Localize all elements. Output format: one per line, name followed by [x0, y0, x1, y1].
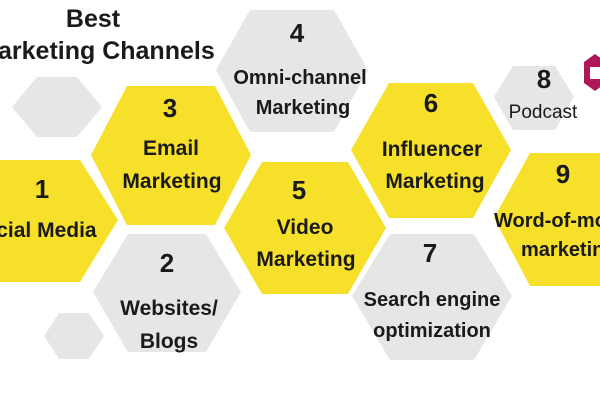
- channel-2-label-line2: Blogs: [140, 330, 198, 353]
- hex-channel-8: [494, 66, 574, 130]
- hex-channel-2: [93, 234, 241, 352]
- channel-7-label-line1: Search engine: [364, 289, 501, 311]
- brand-logo-mark: [590, 67, 600, 79]
- hex-channel-3: [91, 86, 251, 225]
- channel-6-number: 6: [424, 88, 438, 118]
- channel-4-label-line1: Omni-channel: [233, 67, 366, 89]
- channel-6-label-line2: Marketing: [385, 170, 484, 193]
- channel-9-number: 9: [556, 159, 570, 189]
- brand-logo: [584, 54, 600, 91]
- channel-7-number: 7: [423, 238, 437, 268]
- channel-9-label-line2: marketin: [521, 239, 600, 261]
- channel-2-label-line1: Websites/: [120, 297, 218, 320]
- channel-1-number: 1: [35, 174, 49, 204]
- channel-1-label: ocial Media: [0, 219, 97, 242]
- channel-3-label-line2: Marketing: [122, 170, 221, 193]
- channel-4-number: 4: [290, 18, 305, 48]
- channel-5-label-line2: Marketing: [256, 248, 355, 271]
- title-line-2: arketing Channels: [0, 37, 215, 65]
- channel-5-label-line1: Video: [277, 216, 334, 239]
- channel-3-label-line1: Email: [143, 137, 199, 160]
- channel-5-number: 5: [292, 175, 306, 205]
- channel-6-label-line1: Influencer: [382, 138, 482, 161]
- hex-channel-5: [224, 162, 386, 294]
- channel-7-label-line2: optimization: [373, 320, 491, 342]
- hex-channel-4: [216, 10, 368, 132]
- hex-channel-6: [351, 83, 511, 218]
- hex-channel-7: [352, 234, 512, 360]
- decor-hex-left: [12, 77, 102, 137]
- channel-8-label: Podcast: [509, 102, 578, 123]
- title-line-1: Best: [66, 5, 121, 33]
- channel-8-number: 8: [537, 64, 551, 94]
- hex-channel-9: [494, 153, 600, 286]
- decor-hex-bottom: [44, 313, 104, 359]
- channel-3-number: 3: [163, 93, 177, 123]
- channel-2-number: 2: [160, 248, 174, 278]
- channel-9-label-line1: Word-of-mo: [494, 210, 600, 232]
- hex-channel-1: [0, 160, 118, 282]
- channel-4-label-line2: Marketing: [256, 97, 350, 119]
